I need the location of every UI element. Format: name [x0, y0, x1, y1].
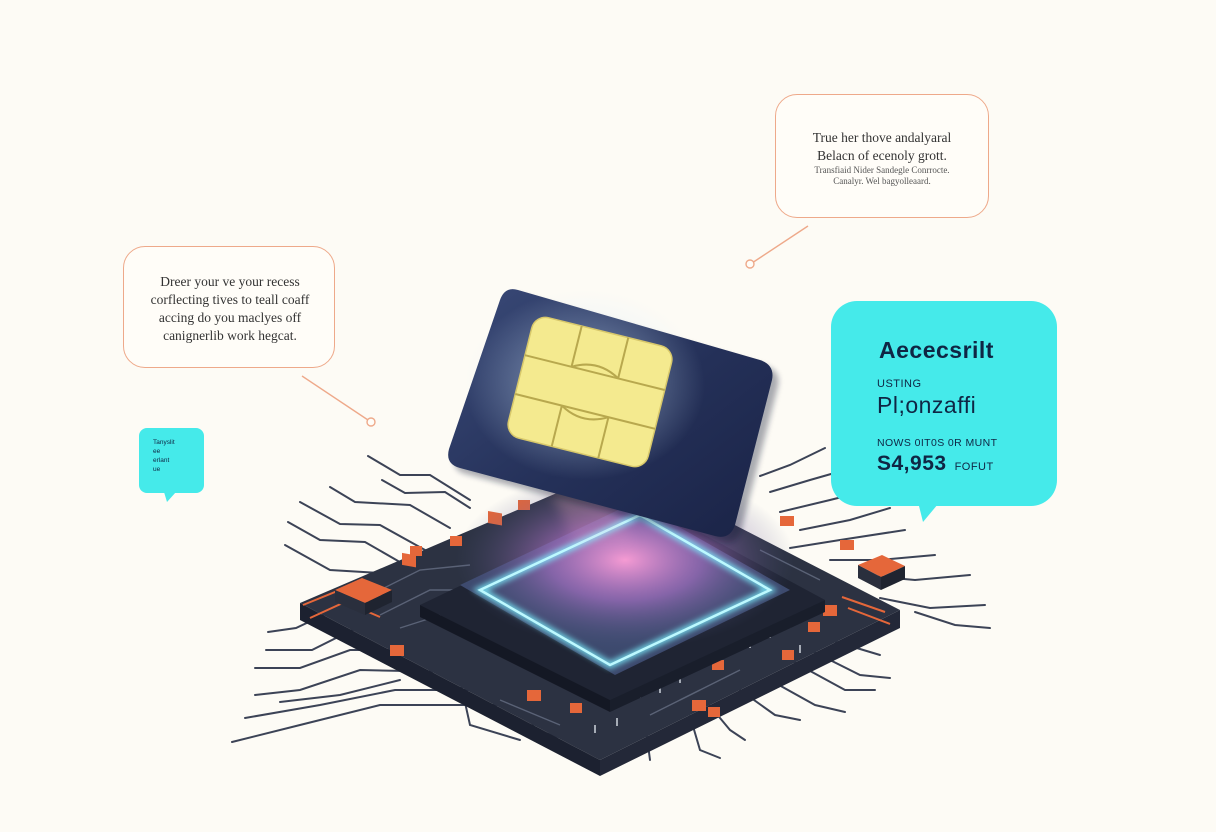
info-card-amount: S4,953: [877, 452, 947, 475]
info-card-tail: [917, 498, 943, 522]
mini-bubble-line4: ue: [153, 466, 161, 473]
callout-top-line3: Transfiaid Nider Sandegle Conrrocte.: [814, 165, 950, 175]
mini-bubble: Tanyslit ee erlant ue: [139, 428, 204, 493]
mini-bubble-tail: [164, 492, 176, 502]
info-card-amount-row: S4,953 FOFUT: [877, 452, 1057, 476]
mini-bubble-line2: ee: [153, 448, 161, 455]
callout-top: True her thove andalyaral Belacn of ecen…: [775, 94, 989, 218]
right-component: [858, 555, 905, 590]
callout-top-line1: True her thove andalyaral: [812, 130, 952, 145]
info-card-title: Aececsrilt: [879, 337, 994, 363]
callout-top-line4: Canalyr. Wel bagyolleaard.: [833, 176, 931, 186]
info-card-big-text: Pl;onzaffi: [877, 392, 977, 418]
info-card: Aececsrilt USTING Pl;onzaffi NOWS 0IT0S …: [831, 301, 1057, 506]
callout-top-line2: Belacn of ecenoly grott.: [817, 148, 947, 163]
info-card-subtitle2: NOWS 0IT0S 0R MUNT: [877, 437, 998, 449]
left-component: [335, 578, 392, 615]
callout-left-line2: corflecting tives to teall coaff: [150, 292, 310, 307]
central-chip: [420, 470, 825, 712]
mini-bubble-line1: Tanyslit: [153, 439, 175, 446]
callout-left-line4: canignerlib work hegcat.: [163, 328, 297, 343]
info-card-amount-unit: FOFUT: [954, 461, 994, 473]
mini-bubble-line3: erlant: [153, 457, 170, 464]
callout-left: Dreer your ve your recess corflecting ti…: [123, 246, 335, 368]
callout-left-line1: Dreer your ve your recess: [160, 274, 300, 289]
callout-left-line3: accing do you maclyes off: [158, 310, 302, 325]
callout-connectors: [301, 225, 809, 427]
info-card-subtitle: USTING: [877, 378, 922, 390]
sim-card: [448, 289, 779, 543]
